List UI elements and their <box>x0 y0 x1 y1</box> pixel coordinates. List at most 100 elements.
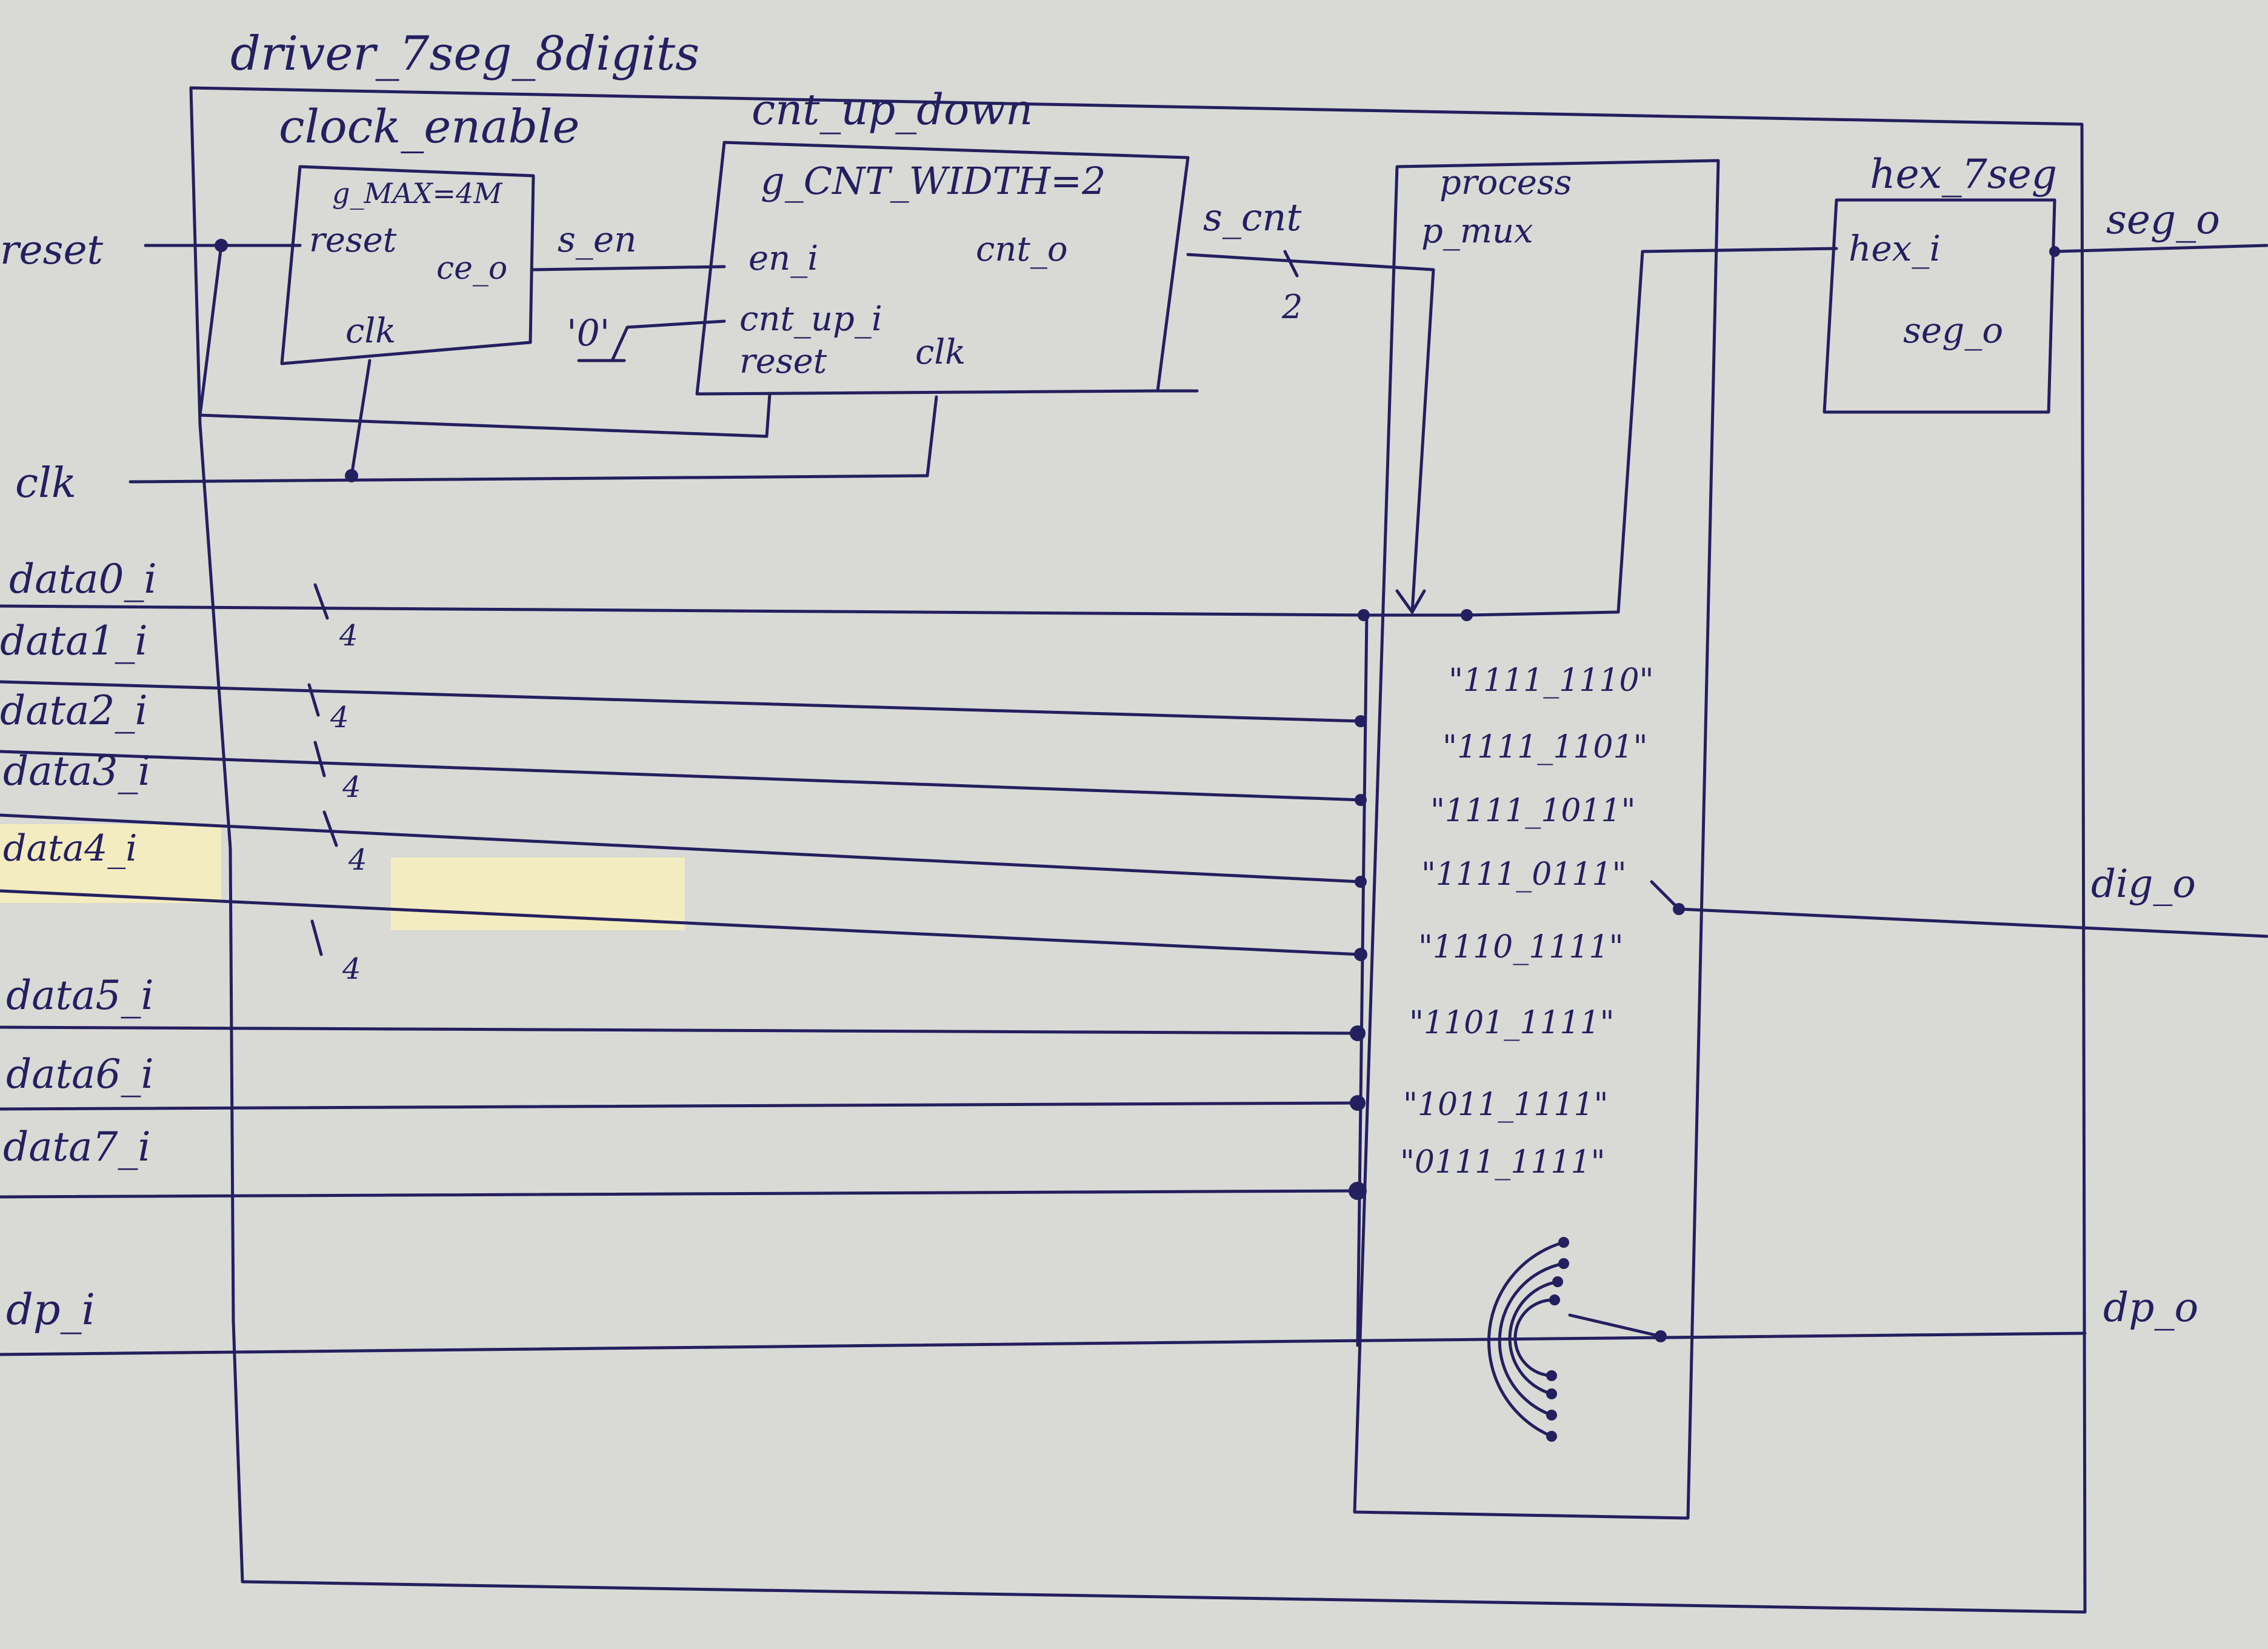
counter-label: cnt_up_down <box>752 85 1033 135</box>
input-data4-label: data4_i <box>3 827 137 870</box>
counter-const-zero: '0' <box>567 312 610 355</box>
counter-reset-port: reset <box>739 342 827 381</box>
data5-wire <box>0 1025 1359 1035</box>
data4-bus-width: 4 <box>342 952 361 986</box>
data3-bus-width: 4 <box>348 843 367 877</box>
mux-junction-6 <box>1350 1095 1366 1111</box>
clk-to-clock-enable-wire <box>350 359 372 478</box>
data0-bus-width: 4 <box>339 619 358 653</box>
mux-hex-switch-dot <box>1461 609 1473 621</box>
data2-bus-width: 4 <box>342 770 361 804</box>
mux-junction-2 <box>1355 794 1367 806</box>
input-data3-label: data3_i <box>3 748 151 795</box>
dp-arc-2 <box>1498 1262 1566 1417</box>
clock-enable-label: clock_enable <box>279 99 579 153</box>
data0-bus-slash <box>313 583 329 620</box>
output-dig-label: dig_o <box>2091 862 2196 907</box>
counter-cnt-up-port: cnt_up_i <box>739 299 882 339</box>
counter-generic: g_CNT_WIDTH=2 <box>761 159 1106 203</box>
dp-contact-6 <box>1546 1388 1557 1399</box>
s-cnt-label: s_cnt <box>1203 195 1301 239</box>
dp-contact-3 <box>1552 1276 1563 1287</box>
dp-switch-arcs <box>1487 1237 1667 1442</box>
dp-contact-1 <box>1558 1237 1569 1248</box>
mux-junction-4 <box>1354 948 1367 961</box>
digit-code-5: "1101_1111" <box>1409 1005 1615 1041</box>
dig-switch-dot <box>1673 903 1685 915</box>
data3-wire <box>0 813 1362 884</box>
clk-wire <box>128 474 929 484</box>
output-seg-label: seg_o <box>2106 196 2220 243</box>
dp-contact-8 <box>1546 1431 1557 1442</box>
digit-code-3: "1111_0111" <box>1421 856 1627 893</box>
s-cnt-bus-slash <box>1283 250 1299 278</box>
s-en-wire <box>532 265 726 272</box>
hex7seg-block <box>1823 198 2056 414</box>
process-label: process <box>1439 163 1572 202</box>
mux-hex-output-wire <box>1365 247 1838 617</box>
dp-arc-3 <box>1508 1280 1559 1396</box>
seg-output-wire <box>2053 244 2268 253</box>
clock-enable-reset-port: reset <box>309 221 397 260</box>
input-data2-label: data2_i <box>0 687 148 734</box>
digit-code-6: "1011_1111" <box>1403 1087 1609 1123</box>
process-subname: p_mux <box>1421 212 1533 251</box>
data2-bus-slash <box>313 741 326 778</box>
data3-bus-slash <box>322 810 338 847</box>
s-cnt-wire <box>1186 253 1435 614</box>
digit-code-0: "1111_1110" <box>1449 662 1654 699</box>
clock-enable-clk-port: clk <box>345 311 396 351</box>
data-bus-group: data0_i 4 data1_i 4 data2_i 4 data3_i 4 … <box>0 556 1369 1199</box>
mux-junction-3 <box>1355 876 1367 888</box>
hex7seg-seg-port: seg_o <box>1903 310 2003 351</box>
digit-code-1: "1111_1101" <box>1443 729 1648 765</box>
seg-output-dot <box>2049 246 2060 257</box>
data4-wire <box>0 889 1362 956</box>
dp-arc-4 <box>1513 1298 1556 1377</box>
dp-arc-1 <box>1487 1241 1566 1438</box>
s-en-label: s_en <box>558 219 636 260</box>
s-cnt-width-label: 2 <box>1281 288 1302 326</box>
data7-wire <box>0 1189 1359 1199</box>
clock-enable-generic: g_MAX=4M <box>332 177 503 210</box>
clock-enable-block <box>280 165 535 365</box>
dp-wire <box>0 1331 2087 1356</box>
module-outer-box <box>189 86 2087 1614</box>
input-data1-label: data1_i <box>0 618 148 664</box>
input-data5-label: data5_i <box>6 972 154 1019</box>
input-reset-label: reset <box>0 227 104 273</box>
data1-bus-slash <box>307 683 320 717</box>
input-data7-label: data7_i <box>3 1124 151 1170</box>
mux-input-bus <box>1356 613 1369 1347</box>
data1-bus-width: 4 <box>330 701 349 735</box>
hex7seg-hex-port: hex_i <box>1849 228 1941 269</box>
digit-code-7: "0111_1111" <box>1400 1144 1606 1181</box>
digit-code-4: "1110_1111" <box>1418 929 1624 965</box>
counter-clk-port: clk <box>915 333 966 372</box>
input-clk-label: clk <box>15 459 76 507</box>
clock-enable-ce-port: ce_o <box>436 250 507 287</box>
dp-contact-4 <box>1549 1294 1560 1305</box>
hex7seg-label: hex_7seg <box>1870 151 2057 198</box>
process-block <box>1353 159 1720 1520</box>
counter-en-port: en_i <box>749 239 818 278</box>
const-zero-wire <box>610 319 726 362</box>
mux-junction-0 <box>1358 609 1370 621</box>
dp-contact-7 <box>1546 1410 1557 1421</box>
output-dp-label: dp_o <box>2103 1284 2198 1331</box>
sticky-note-middle <box>391 858 685 930</box>
data4-bus-slash <box>310 919 323 956</box>
mux-junction-7 <box>1349 1182 1367 1200</box>
data0-wire <box>0 604 1369 617</box>
dp-contact-2 <box>1558 1258 1569 1269</box>
reset-to-counter-wire <box>198 244 772 438</box>
counter-cnt-port: cnt_o <box>976 230 1068 269</box>
data2-wire <box>0 750 1362 802</box>
digit-code-2: "1111_1011" <box>1430 793 1636 829</box>
module-title: driver_7seg_8digits <box>230 27 699 81</box>
clk-to-counter-wire <box>926 395 938 478</box>
dp-contact-5 <box>1546 1370 1557 1381</box>
input-dp-label: dp_i <box>6 1285 95 1334</box>
dp-switch-lever <box>1568 1313 1663 1338</box>
